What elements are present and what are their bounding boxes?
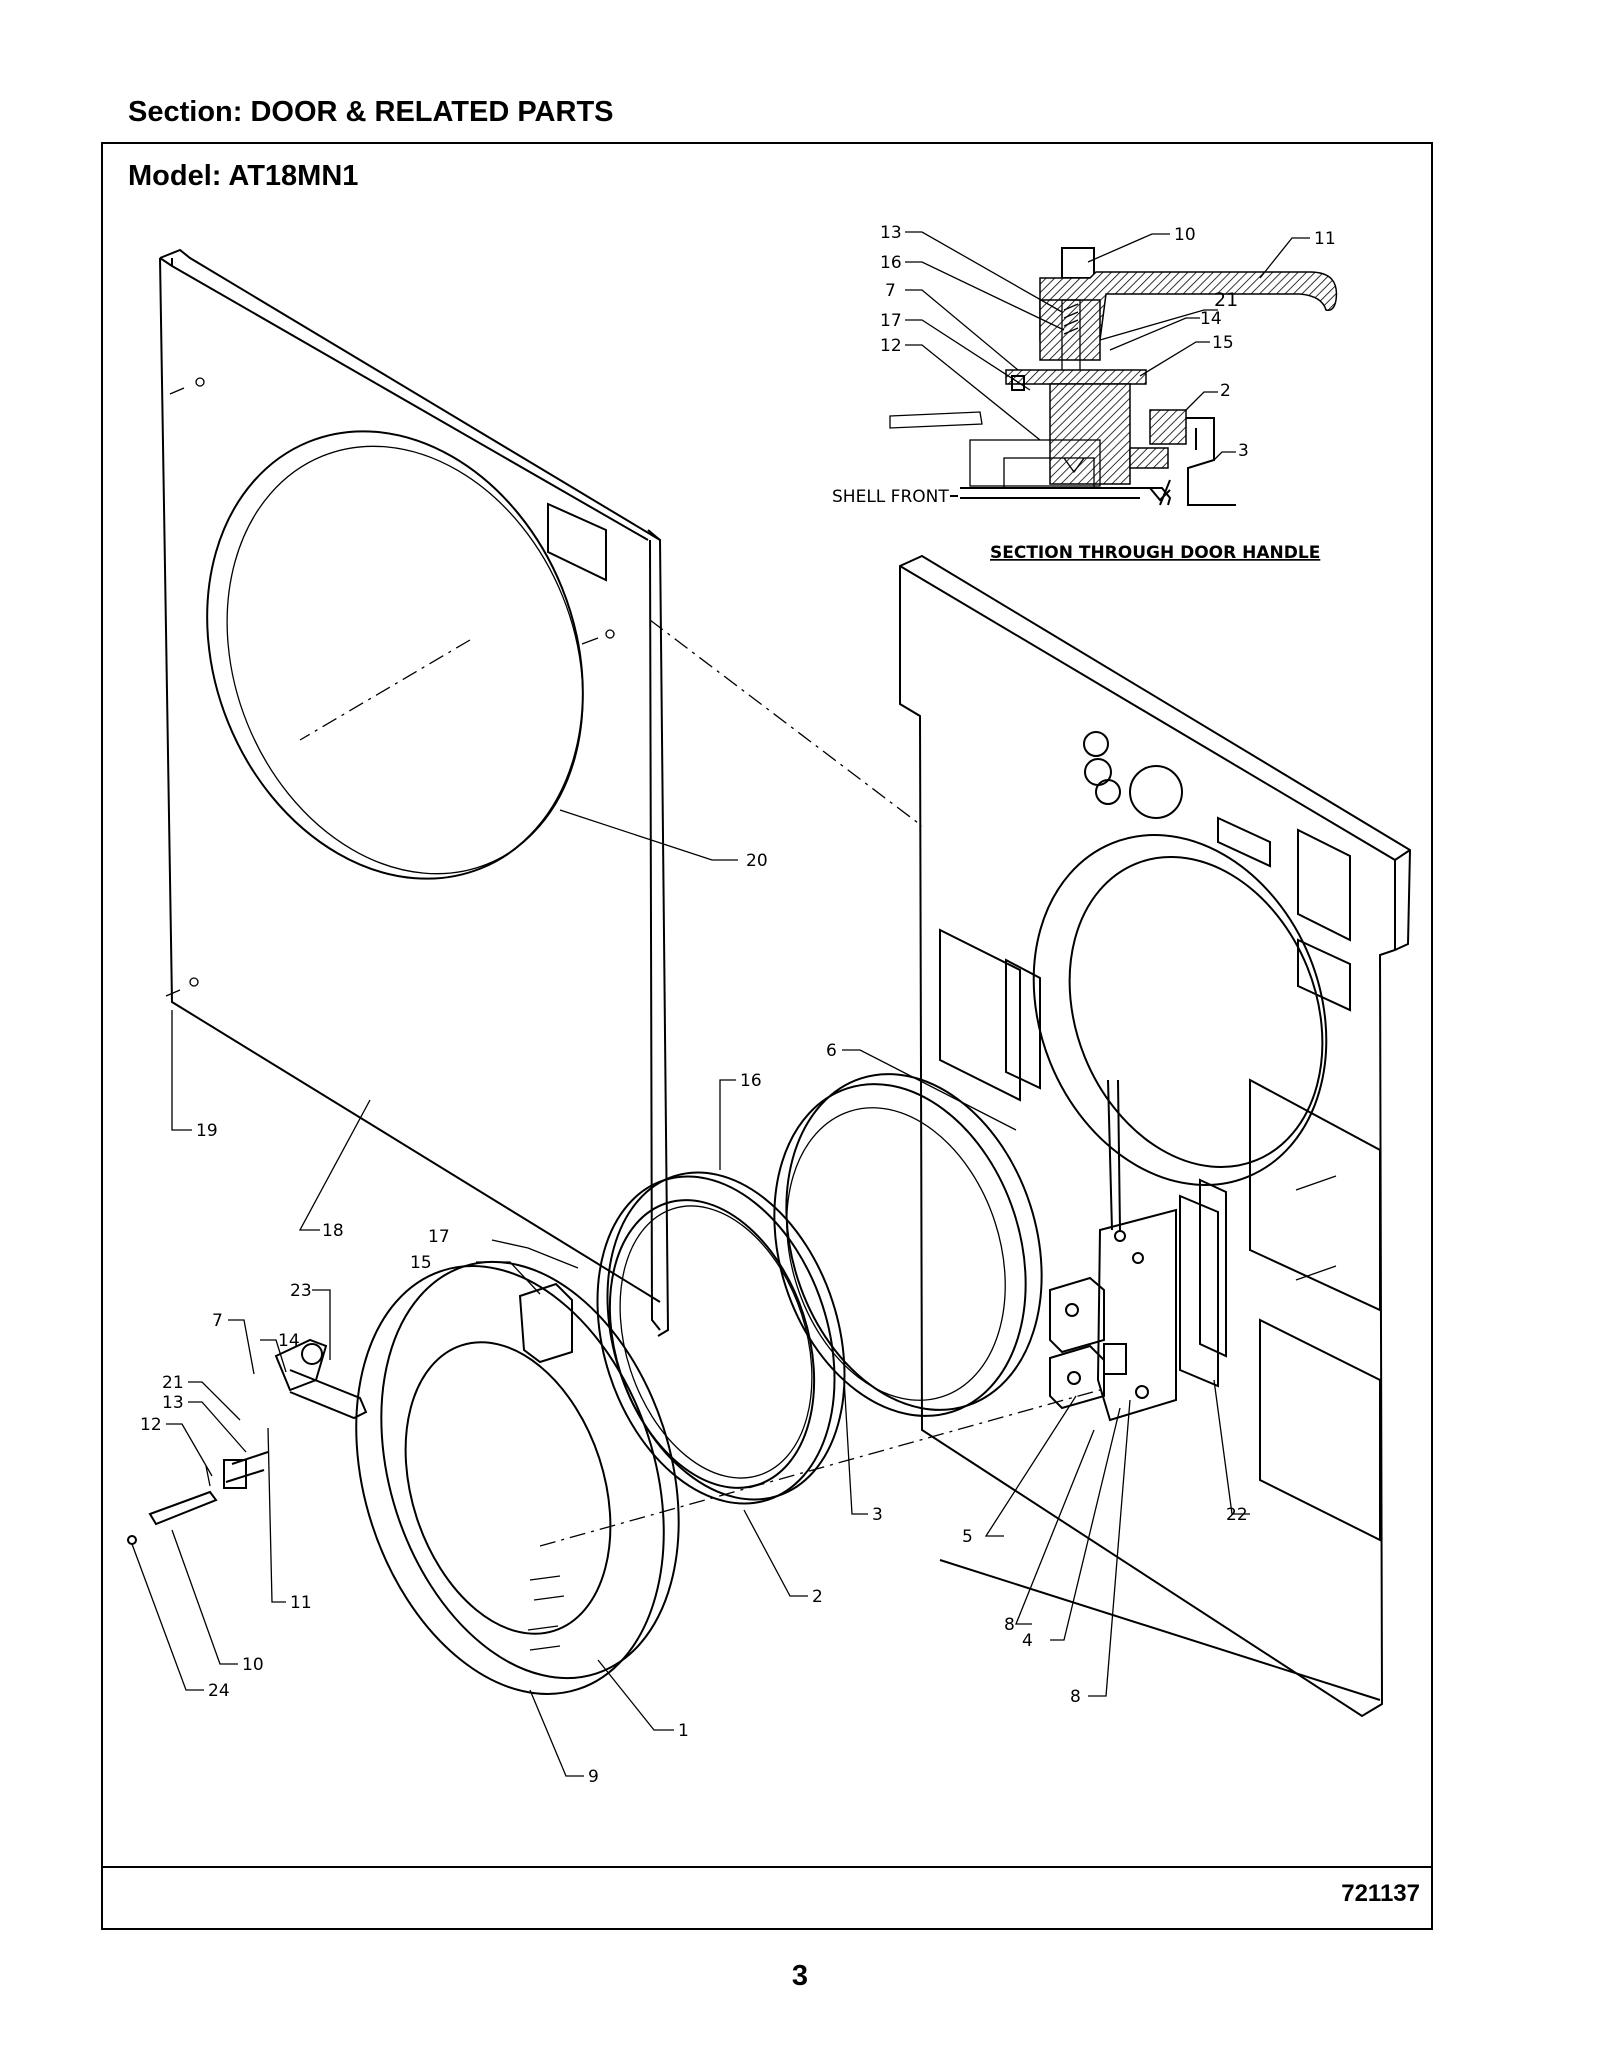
detail-callout-7: 7 bbox=[885, 281, 896, 301]
detail-callout-21: 21 bbox=[1214, 289, 1238, 311]
callout-6: 6 bbox=[826, 1041, 837, 1061]
page-number: 3 bbox=[791, 1960, 809, 1992]
callout-13: 13 bbox=[162, 1393, 184, 1413]
callout-15: 15 bbox=[410, 1253, 432, 1273]
callout-7: 7 bbox=[212, 1311, 223, 1331]
callout-9: 9 bbox=[588, 1767, 599, 1787]
inner-door-panel bbox=[159, 248, 670, 1337]
callout-10: 10 bbox=[242, 1655, 264, 1675]
detail-callout-2: 2 bbox=[1220, 381, 1231, 401]
door-handle-section-detail bbox=[889, 247, 1338, 506]
footer-divider bbox=[101, 1866, 1433, 1868]
detail-callout-10: 10 bbox=[1174, 225, 1196, 245]
hinge-assembly bbox=[1049, 1079, 1337, 1422]
diagram-frame bbox=[101, 142, 1433, 1930]
callout-5: 5 bbox=[962, 1527, 973, 1547]
callout-23: 23 bbox=[290, 1281, 312, 1301]
callout-2: 2 bbox=[812, 1587, 823, 1607]
model-title: Model: AT18MN1 bbox=[128, 160, 359, 192]
detail-callout-16: 16 bbox=[880, 253, 902, 273]
section-title: Section: DOOR & RELATED PARTS bbox=[128, 96, 614, 128]
callout-20: 20 bbox=[746, 851, 768, 871]
detail-title: SECTION THROUGH DOOR HANDLE bbox=[990, 543, 1320, 563]
callout-14: 14 bbox=[278, 1331, 300, 1351]
callout-12: 12 bbox=[140, 1415, 162, 1435]
door-ring-and-handle bbox=[127, 619, 1101, 1695]
callout-11: 11 bbox=[290, 1593, 312, 1613]
callout-16: 16 bbox=[740, 1071, 762, 1091]
callout-19: 19 bbox=[196, 1121, 218, 1141]
callout-22: 22 bbox=[1226, 1505, 1248, 1525]
callout-1: 1 bbox=[678, 1721, 689, 1741]
callout-24: 24 bbox=[208, 1681, 230, 1701]
detail-callout-14: 14 bbox=[1200, 309, 1222, 329]
callout-17: 17 bbox=[428, 1227, 450, 1247]
callout-3: 3 bbox=[872, 1505, 883, 1525]
shell-front-label: SHELL FRONT bbox=[832, 487, 949, 507]
front-panel bbox=[899, 554, 1412, 1718]
drawing-number: 721137 bbox=[1341, 1880, 1420, 1907]
detail-callout-15: 15 bbox=[1212, 333, 1234, 353]
callout-4: 4 bbox=[1022, 1631, 1033, 1651]
detail-callout-13: 13 bbox=[880, 223, 902, 243]
callout-18: 18 bbox=[322, 1221, 344, 1241]
callout-21: 21 bbox=[162, 1373, 184, 1393]
detail-callout-3: 3 bbox=[1238, 441, 1249, 461]
detail-callout-11: 11 bbox=[1314, 229, 1336, 249]
callout-8a: 8 bbox=[1004, 1615, 1015, 1635]
detail-callout-17: 17 bbox=[880, 311, 902, 331]
callout-8b: 8 bbox=[1070, 1687, 1081, 1707]
detail-callout-12: 12 bbox=[880, 336, 902, 356]
